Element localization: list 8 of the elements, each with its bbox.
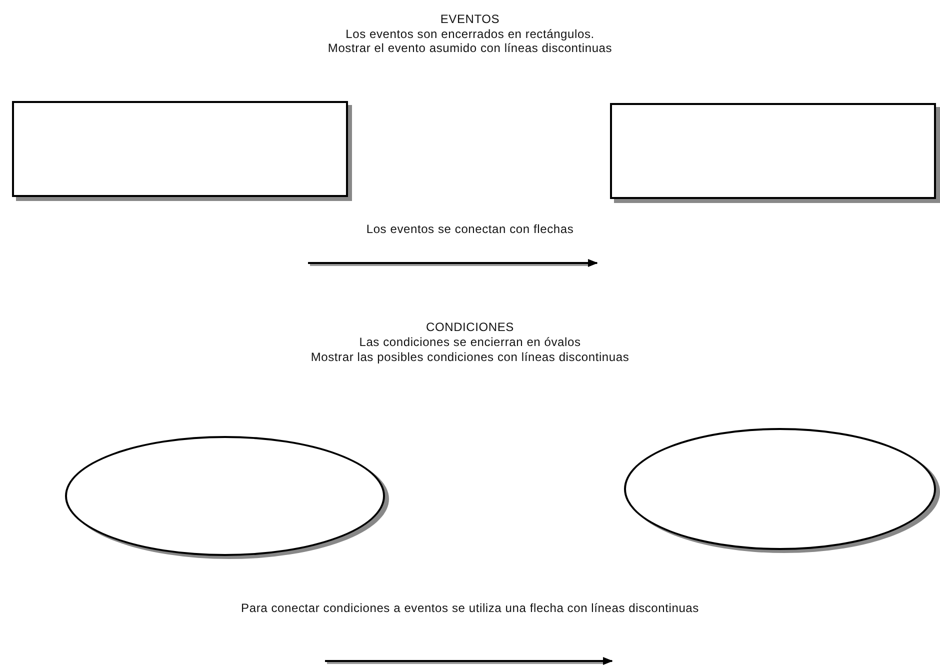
note-text: Para conectar condiciones a eventos se utiliza una flecha con líneas discontinuas [241,601,699,615]
section-heading: CONDICIONES [426,320,514,334]
note-text: Las condiciones se encierran en óvalos [359,335,581,349]
note-text: Mostrar las posibles condiciones con líneas discontinuas [310,350,630,364]
section-heading: EVENTOS [440,12,500,26]
note-text: Los eventos son encerrados en rectángulos. [346,27,594,41]
note-text: Mostrar el evento asumido con líneas discontinuas [328,41,612,55]
note-text: Los eventos se conectan con flechas [366,222,574,236]
